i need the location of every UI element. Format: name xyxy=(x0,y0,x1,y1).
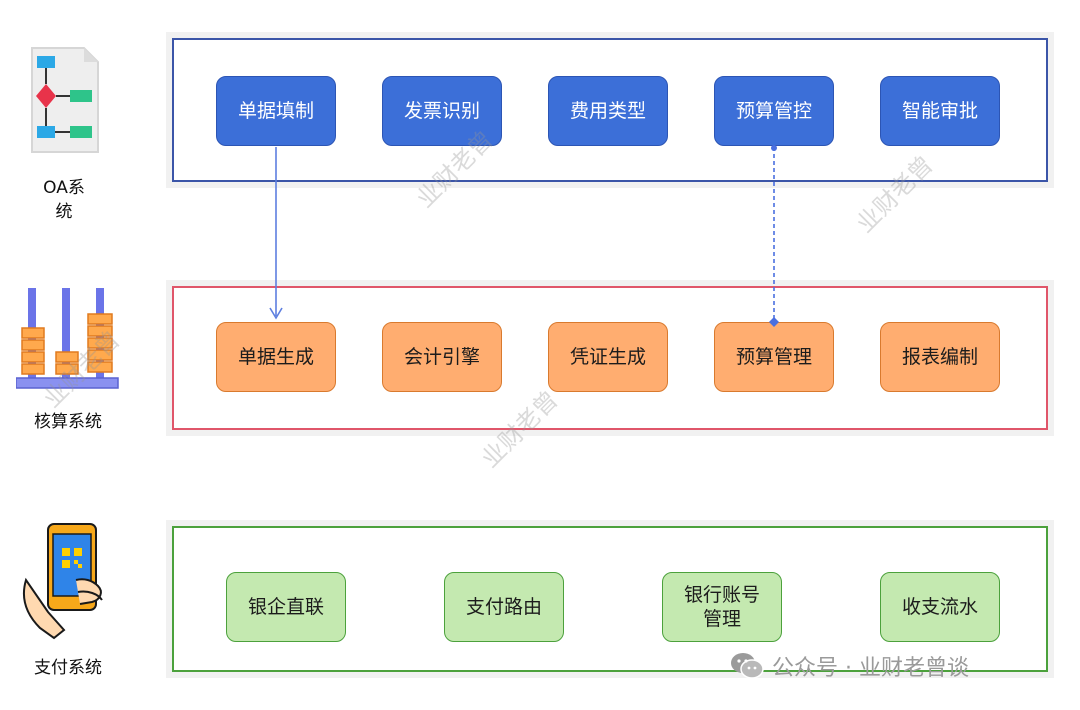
footer-text: 公众号 · 业财老曾谈 xyxy=(772,656,969,681)
node-oa-document-entry[interactable]: 单据填制 xyxy=(216,76,336,146)
node-pay-bank-direct-link[interactable]: 银企直联 xyxy=(226,572,346,642)
payment-system-label: 支付系统 xyxy=(34,658,102,678)
node-pay-payment-routing[interactable]: 支付路由 xyxy=(444,572,564,642)
accounting-system-label: 核算系统 xyxy=(34,412,102,432)
node-acct-document-generation[interactable]: 单据生成 xyxy=(216,322,336,392)
footer-account: 公众号 · 业财老曾谈 xyxy=(730,650,969,682)
node-acct-voucher-generation[interactable]: 凭证生成 xyxy=(548,322,668,392)
node-oa-smart-approval[interactable]: 智能审批 xyxy=(880,76,1000,146)
abacus-icon xyxy=(15,284,120,396)
node-oa-invoice-recognition[interactable]: 发票识别 xyxy=(382,76,502,146)
node-oa-budget-control[interactable]: 预算管控 xyxy=(714,76,834,146)
node-pay-bank-account-management[interactable]: 银行账号 管理 xyxy=(662,572,782,642)
flowchart-icon xyxy=(30,46,100,158)
wechat-icon xyxy=(731,653,764,679)
mobile-qr-payment-icon xyxy=(18,520,110,644)
node-acct-report-compilation[interactable]: 报表编制 xyxy=(880,322,1000,392)
node-oa-expense-type[interactable]: 费用类型 xyxy=(548,76,668,146)
node-acct-budget-management[interactable]: 预算管理 xyxy=(714,322,834,392)
node-acct-accounting-engine[interactable]: 会计引擎 xyxy=(382,322,502,392)
oa-system-label: OA系 统 xyxy=(43,178,85,222)
node-pay-cash-flow[interactable]: 收支流水 xyxy=(880,572,1000,642)
